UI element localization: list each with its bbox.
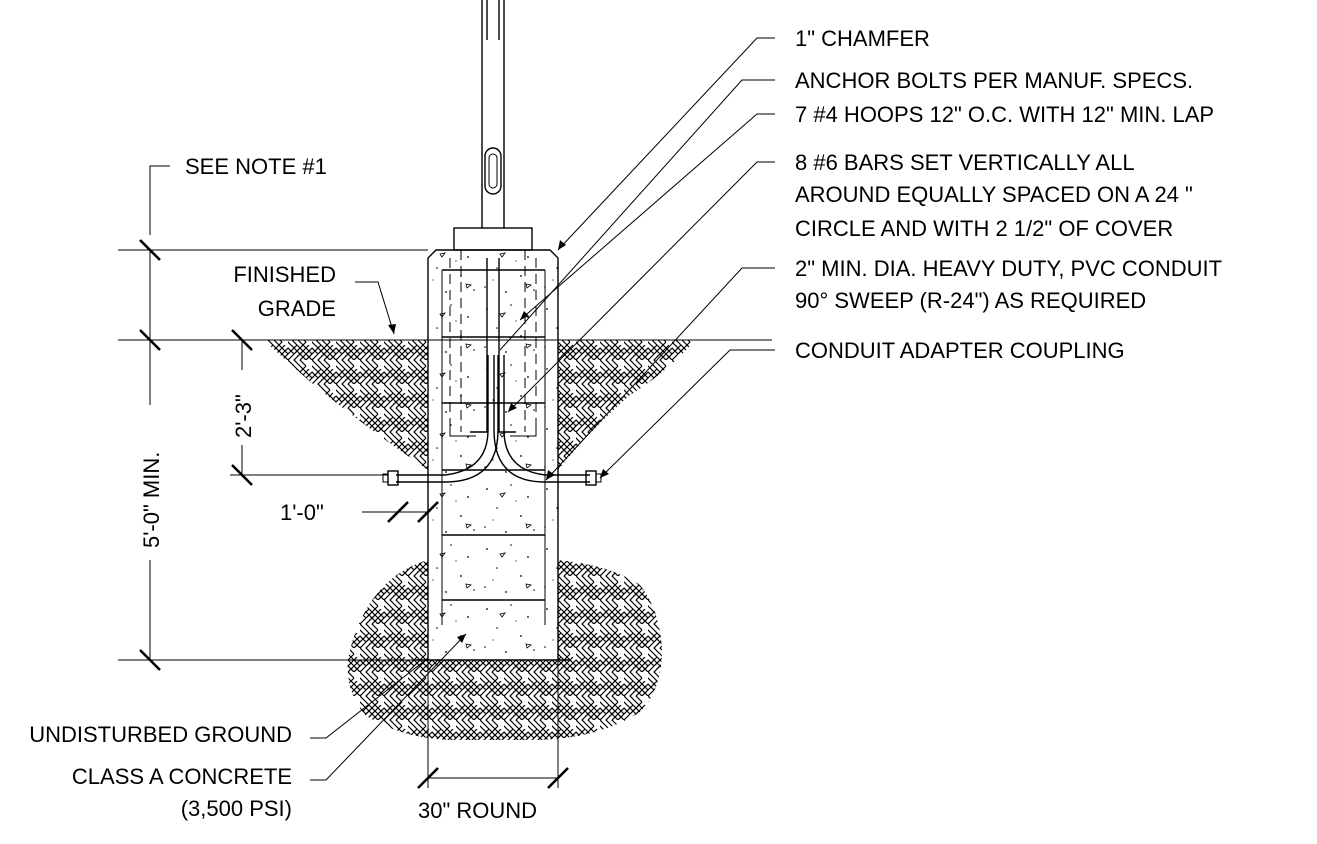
round-diameter-label: 30" ROUND bbox=[418, 798, 537, 823]
finished-grade-line2: GRADE bbox=[258, 296, 336, 321]
dimension-conduit-offset bbox=[362, 501, 439, 523]
total-depth-dimension: 5'-0" MIN. bbox=[139, 452, 164, 548]
see-note-label: SEE NOTE #1 bbox=[185, 154, 327, 179]
undisturbed-ground bbox=[347, 560, 662, 740]
dimension-diameter bbox=[417, 660, 569, 789]
anchor-bolts-label: ANCHOR BOLTS PER MANUF. SPECS. bbox=[795, 68, 1193, 93]
hoops-label: 7 #4 HOOPS 12" O.C. WITH 12" MIN. LAP bbox=[795, 102, 1214, 127]
chamfer-label: 1" CHAMFER bbox=[795, 26, 930, 51]
anchor-bolts bbox=[449, 250, 537, 437]
pole bbox=[453, 0, 533, 251]
conduit-label-line1: 2" MIN. DIA. HEAVY DUTY, PVC CONDUIT bbox=[795, 256, 1222, 281]
concrete-foundation bbox=[416, 249, 570, 661]
dimension-conduit-depth bbox=[231, 329, 253, 486]
concrete-label-line1: CLASS A CONCRETE bbox=[72, 764, 292, 789]
leaders-right bbox=[499, 37, 775, 481]
reference-lines bbox=[118, 249, 772, 661]
conduit-label-line2: 90° SWEEP (R-24") AS REQUIRED bbox=[795, 288, 1146, 313]
bars-label-line3: CIRCLE AND WITH 2 1/2" OF COVER bbox=[795, 216, 1173, 241]
bars-label-line2: AROUND EQUALLY SPACED ON A 24 " bbox=[795, 182, 1193, 207]
concrete-label-line2: (3,500 PSI) bbox=[181, 796, 292, 821]
coupling-label: CONDUIT ADAPTER COUPLING bbox=[795, 338, 1125, 363]
bars-label-line1: 8 #6 BARS SET VERTICALLY ALL bbox=[795, 150, 1135, 175]
finished-grade-line1: FINISHED bbox=[233, 262, 336, 287]
dimension-total-depth bbox=[139, 165, 170, 671]
conduit-offset-dimension: 1'-0" bbox=[280, 500, 324, 525]
finished-grade-soil bbox=[264, 340, 695, 470]
leaders-left bbox=[310, 281, 467, 781]
pvc-conduit bbox=[382, 355, 602, 486]
undisturbed-ground-label: UNDISTURBED GROUND bbox=[29, 722, 292, 747]
conduit-depth-dimension: 2'-3" bbox=[231, 394, 256, 438]
